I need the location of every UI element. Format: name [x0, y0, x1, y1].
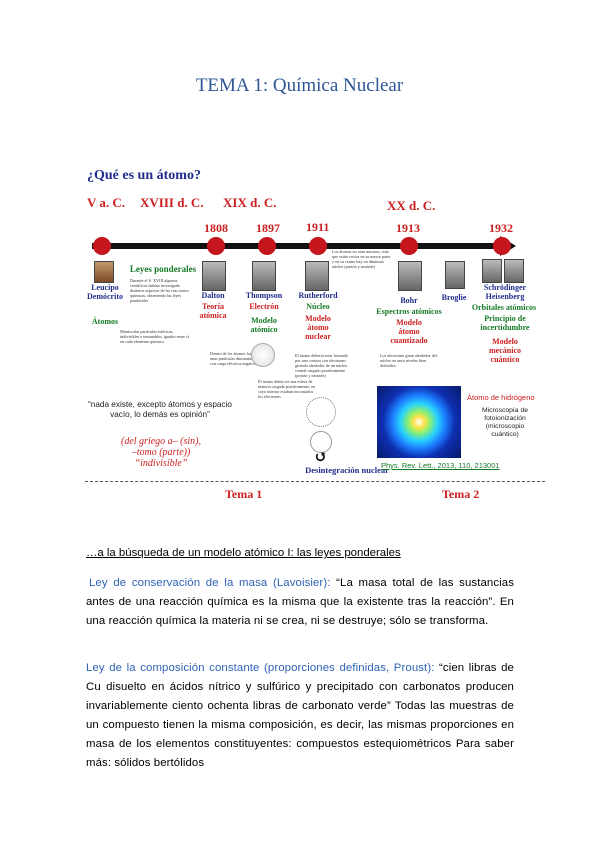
thompson-text-1: Dentro de los átomos hay unas partículas… [210, 351, 257, 366]
nuclear-atom-diagram-icon [310, 431, 332, 453]
curved-arrow-icon: ↺ [314, 447, 328, 466]
year-label: 1808 [204, 221, 228, 235]
timeline-bar [92, 243, 504, 249]
dalton-text: Minúsculas partículas esféricas, indivis… [120, 329, 189, 344]
law-conservation-name: Ley de conservación de la masa (Lavoisie… [89, 577, 331, 589]
tema-brace [85, 463, 545, 482]
nuclear-atom-diagram-icon [306, 397, 336, 427]
greek-etymology: (del griego a– (sin), –tomo (parte)) “in… [121, 436, 201, 469]
tema-1-label: Tema 1 [225, 487, 263, 501]
thompson-text-2: El átomo debía ser una esfera de materia… [258, 379, 316, 399]
year-label: 1932 [489, 221, 513, 235]
thompson-model: Modelo atómico [250, 316, 278, 334]
timeline-dot [258, 237, 276, 255]
section-heading: …a la búsqueda de un modelo atómico I: l… [86, 547, 401, 559]
tema-2-label: Tema 2 [442, 487, 480, 501]
espectros-label: Espectros atómicos [376, 307, 442, 316]
leyes-text: Durante el S. XVIII algunos científicos … [130, 278, 189, 303]
timeline-dot [309, 237, 327, 255]
desintegracion-label: Desintegración nuclear [305, 465, 389, 475]
timeline-dot [93, 237, 111, 255]
nucleo-label: Núcleo [306, 302, 330, 311]
bohr-name: Bohr [400, 296, 418, 305]
figure-question: ¿Qué es un átomo? [87, 168, 201, 183]
rutherford-model: Modelo átomo nuclear [305, 314, 331, 341]
year-label: 1897 [256, 221, 280, 235]
law-composition-text: “cien libras de Cu disuelto en ácidos ní… [86, 662, 514, 769]
heisenberg-portrait [504, 259, 524, 283]
era-label: V a. C. [87, 195, 126, 210]
dalton-name: Dalton [201, 291, 225, 300]
leyes-ponderales-label: Leyes ponderales [129, 264, 197, 274]
dalton-portrait [202, 261, 226, 291]
era-label: XX d. C. [387, 198, 436, 213]
bohr-model: Modelo átomo cuantizado [390, 318, 428, 345]
schrodinger-name: Schrödinger Heisenberg [483, 283, 527, 301]
law-conservation-text: “La masa total de las sustancias antes d… [86, 577, 514, 627]
page-title: TEMA 1: Química Nuclear [195, 75, 404, 96]
leucipo-portrait [94, 261, 114, 283]
microscopia-label: Microscopía de fotoionización (microscop… [481, 407, 529, 438]
atom-history-figure: ¿Qué es un átomo? V a. C. XVIII d. C. XI… [80, 165, 545, 515]
bohr-text: Los electrones giran alrededor del núcle… [380, 353, 437, 368]
rutherford-portrait [305, 261, 329, 291]
era-label: XIX d. C. [223, 195, 277, 210]
orbitales-label: Orbitales atómicos [471, 303, 537, 312]
plum-pudding-model-icon [251, 343, 275, 367]
law-conservation-paragraph: Ley de conservación de la masa (Lavoisie… [86, 574, 514, 631]
rutherford-text-2: El átomo debería estar formado por una c… [295, 353, 348, 378]
dalton-model: Teoría atómica [199, 302, 227, 320]
incertidumbre-label: Principio de incertidumbre [480, 314, 530, 332]
mecanico-model: Modelo mecánico cuántico [489, 337, 521, 364]
thompson-name: Thompson [245, 291, 283, 300]
rutherford-name: Rutherford [298, 291, 338, 300]
broglie-name: Broglie [441, 293, 467, 302]
democrito-quote: “nada existe, excepto átomos y espacio v… [88, 400, 232, 419]
hidrogeno-label: Átomo de hidrógeno [467, 393, 535, 402]
timeline-dot [400, 237, 418, 255]
electron-label: Electrón [249, 302, 279, 311]
era-label: XVIII d. C. [140, 195, 204, 210]
law-composition-name: Ley de la composición constante (proporc… [86, 662, 435, 674]
bohr-portrait [398, 261, 422, 291]
law-composition-paragraph: Ley de la composición constante (proporc… [86, 659, 514, 773]
rutherford-text-1: Los átomos no eran macizos, sino que est… [332, 249, 391, 269]
hydrogen-atom-image [377, 386, 461, 458]
timeline-dot [493, 237, 511, 255]
year-label: 1913 [396, 221, 420, 235]
year-label: 1911 [306, 220, 330, 234]
reference-link[interactable]: Phys. Rev. Lett., 2013, 110, 213001 [381, 461, 500, 470]
atomos-label: Átomos [91, 317, 119, 326]
broglie-portrait [445, 261, 465, 289]
thompson-portrait [252, 261, 276, 291]
leucipo-name: Leucipo Demócrito [87, 283, 123, 301]
schrodinger-portrait [482, 259, 502, 283]
timeline-dot [207, 237, 225, 255]
